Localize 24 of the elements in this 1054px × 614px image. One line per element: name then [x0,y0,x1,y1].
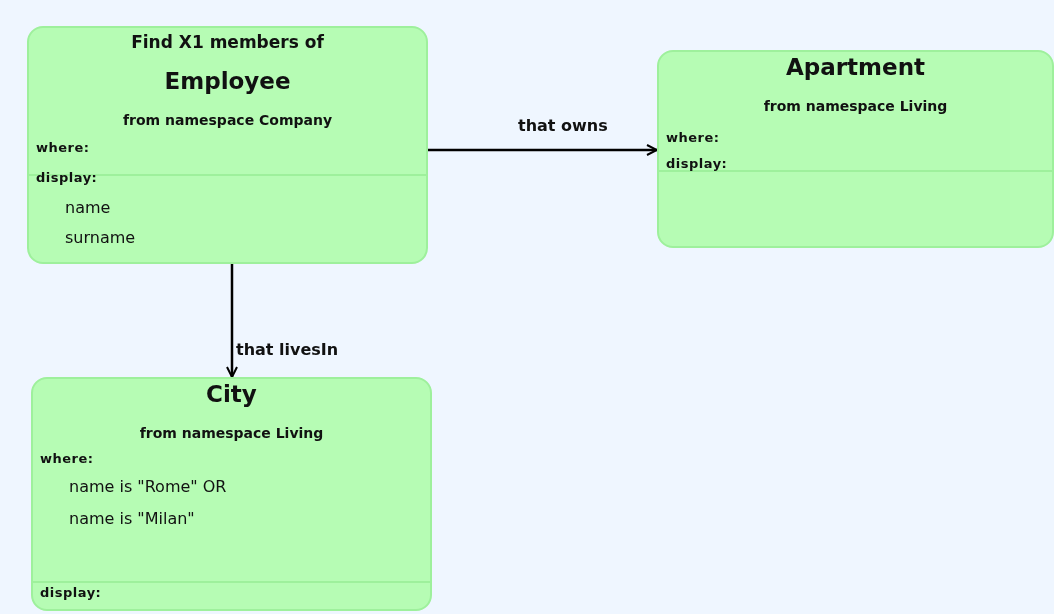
entity-name: Employee [163,68,292,94]
entity-name: City [205,381,258,407]
entity-box [657,50,1054,248]
section-label: display: [40,585,102,600]
section-label: display: [36,170,98,185]
field-text: name is "Rome" OR [69,477,227,496]
section-label: display: [666,156,728,171]
section-label: where: [40,451,94,466]
query-heading: Find X1 members of [130,32,325,52]
edge-label: that owns [518,116,608,135]
section-label: where: [36,140,90,155]
arrow [428,144,658,156]
field-text: name is "Milan" [69,509,195,528]
field-text: name [65,198,111,217]
field-text: surname [65,228,136,247]
namespace-text: from namespace Company [121,112,334,128]
edge-label: that livesIn [236,340,339,359]
section-label: where: [666,130,720,145]
entity-box [27,26,428,264]
arrow [226,264,238,378]
entity-name: Apartment [784,54,927,80]
namespace-text: from namespace Living [762,98,949,114]
namespace-text: from namespace Living [138,425,325,441]
entity-box [31,377,432,611]
